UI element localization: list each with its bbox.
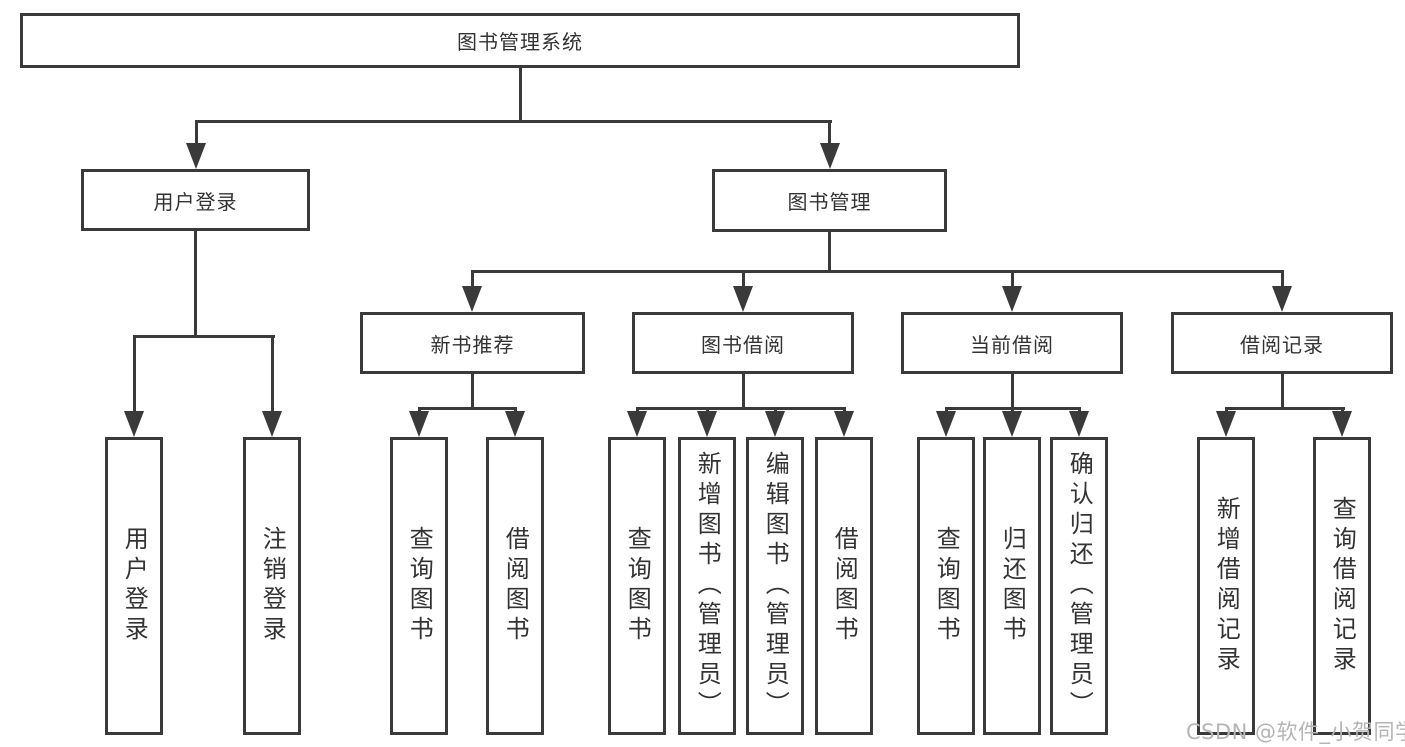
leaf-borrow-books-recommend: 借阅图书: [486, 437, 544, 735]
arrow-down-icon: [627, 411, 647, 437]
leaf-query-books-borrowing: 查询图书: [608, 437, 666, 735]
leaf-user-login: 用户登录: [105, 437, 163, 735]
connector-line: [1225, 407, 1345, 410]
arrow-down-icon: [733, 286, 753, 312]
arrow-down-icon: [124, 411, 144, 437]
leaf-query-books-recommend: 查询图书: [390, 437, 448, 735]
connector-line: [271, 335, 274, 415]
arrow-down-icon: [936, 411, 956, 437]
leaf-edit-book-admin: 编辑图书（管理员）: [746, 437, 804, 735]
arrow-down-icon: [462, 286, 482, 312]
arrow-down-icon: [1069, 411, 1089, 437]
node-book-management: 图书管理: [712, 169, 947, 232]
node-book-borrowing: 图书借阅: [632, 312, 854, 374]
connector-line: [471, 270, 1284, 273]
connector-line: [133, 335, 275, 338]
connector-line: [828, 120, 831, 146]
connector-line: [194, 231, 197, 338]
arrow-down-icon: [186, 143, 206, 169]
leaf-add-borrow-record: 新增借阅记录: [1197, 437, 1255, 735]
connector-line: [1011, 270, 1014, 290]
arrow-down-icon: [1002, 411, 1022, 437]
connector-line: [742, 270, 745, 290]
arrow-down-icon: [765, 411, 785, 437]
connector-line: [742, 374, 745, 409]
connector-line: [636, 407, 846, 410]
arrow-down-icon: [505, 411, 525, 437]
arrow-down-icon: [1002, 286, 1022, 312]
connector-line: [1011, 374, 1014, 409]
leaf-query-borrow-record: 查询借阅记录: [1313, 437, 1371, 735]
leaf-borrow-books: 借阅图书: [815, 437, 873, 735]
leaf-confirm-return-admin: 确认归还（管理员）: [1050, 437, 1108, 735]
connector-line: [195, 120, 832, 123]
node-user-login: 用户登录: [81, 169, 310, 231]
connector-line: [195, 120, 198, 146]
connector-line: [471, 374, 474, 409]
leaf-return-book: 归还图书: [983, 437, 1041, 735]
arrow-down-icon: [820, 143, 840, 169]
connector-line: [471, 270, 474, 290]
connector-line: [1281, 270, 1284, 290]
arrow-down-icon: [1216, 411, 1236, 437]
node-new-book-recommend: 新书推荐: [360, 312, 585, 374]
connector-line: [828, 232, 831, 273]
arrow-down-icon: [697, 411, 717, 437]
connector-line: [133, 335, 136, 415]
arrow-down-icon: [834, 411, 854, 437]
node-root: 图书管理系统: [20, 13, 1020, 68]
leaf-logout: 注销登录: [243, 437, 301, 735]
connector-line: [418, 407, 517, 410]
leaf-add-book-admin: 新增图书（管理员）: [678, 437, 736, 735]
csdn-watermark: CSDN @软件_小贺同学: [1186, 720, 1405, 744]
connector-line: [1281, 374, 1284, 409]
arrow-down-icon: [1272, 286, 1292, 312]
connector-line: [519, 68, 522, 123]
leaf-query-books-current: 查询图书: [917, 437, 975, 735]
arrow-down-icon: [1332, 411, 1352, 437]
arrow-down-icon: [409, 411, 429, 437]
arrow-down-icon: [262, 411, 282, 437]
node-current-borrowing: 当前借阅: [901, 312, 1123, 374]
node-borrowing-records: 借阅记录: [1171, 312, 1393, 374]
